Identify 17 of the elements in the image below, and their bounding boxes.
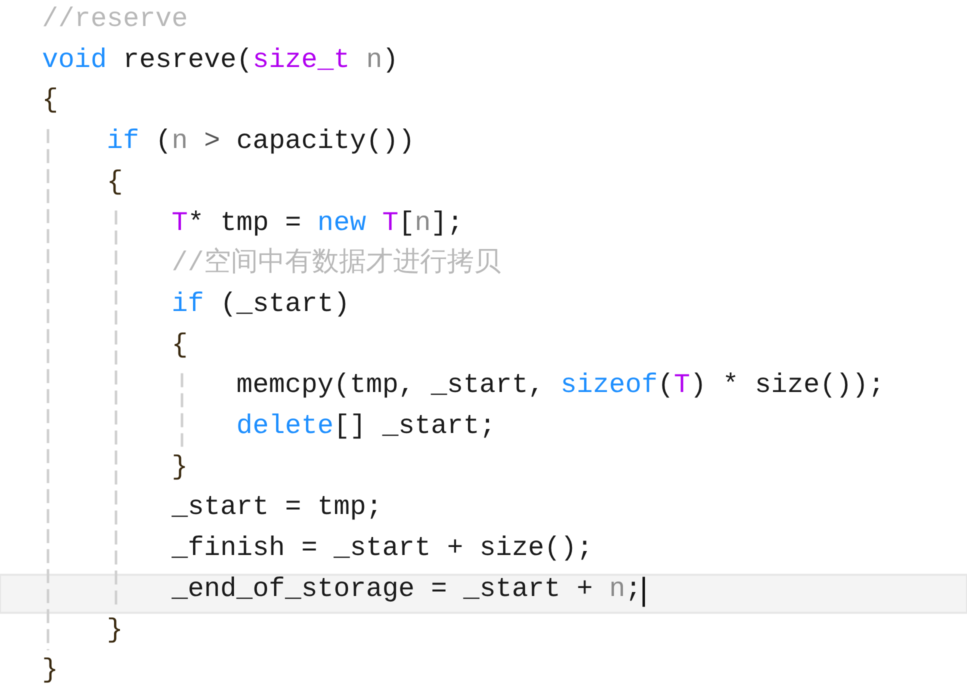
- code-line: _finish = _start + size();: [172, 533, 593, 566]
- code-line: {: [42, 85, 58, 118]
- code-line: }: [106, 614, 123, 648]
- code-line: void resreve(size_t n): [42, 44, 398, 78]
- code-line: {: [172, 330, 188, 363]
- code-line: _start = tmp;: [172, 492, 382, 526]
- code-line: if (_start): [172, 288, 350, 322]
- code-line: _end_of_storage = _start + n;: [172, 574, 642, 607]
- code-line: delete[] _start;: [236, 411, 496, 444]
- code-comment: //reserve: [42, 4, 188, 37]
- code-line: if (n > capacity()): [106, 126, 415, 160]
- code-line: }: [172, 452, 188, 485]
- code-line: T* tmp = new T[n];: [172, 208, 464, 240]
- code-comment: //空间中有数据才进行拷贝: [172, 247, 501, 282]
- code-line: memcpy(tmp, _start, sizeof(T) * size());: [236, 370, 885, 404]
- code-line: {: [106, 166, 123, 200]
- code-line: }: [42, 655, 58, 688]
